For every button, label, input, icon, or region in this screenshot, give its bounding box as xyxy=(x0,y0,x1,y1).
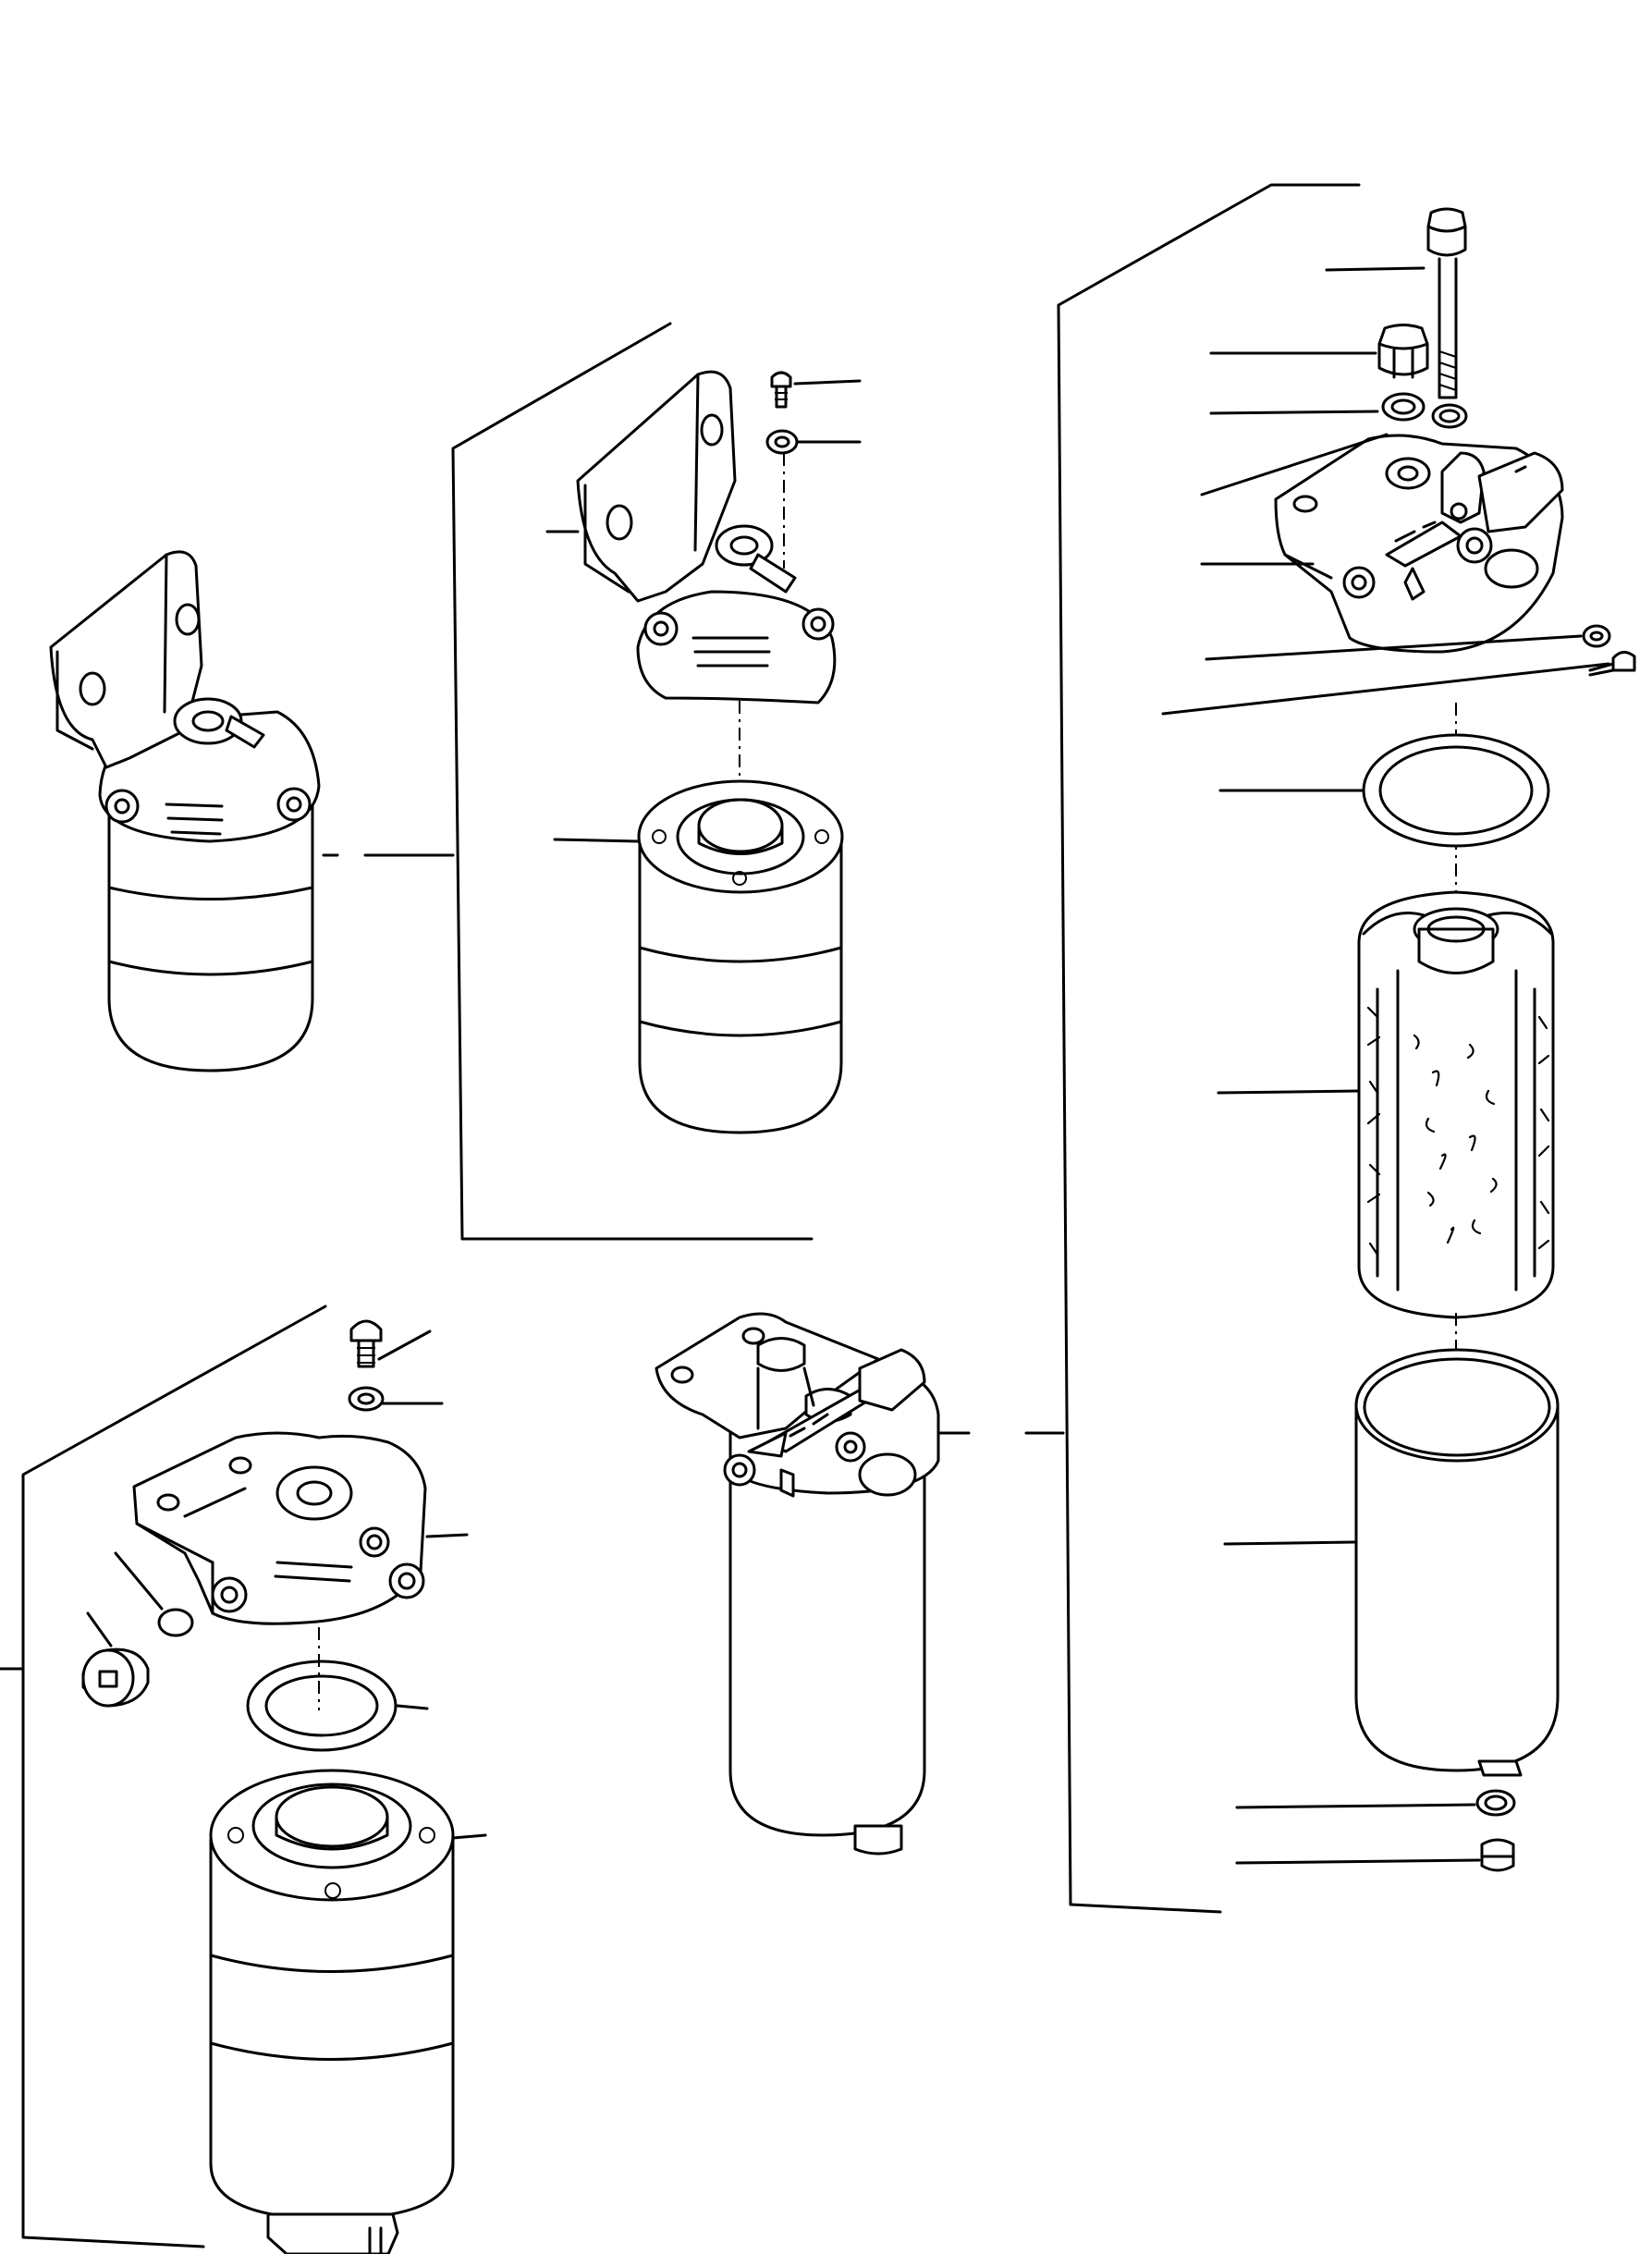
fuel-filter-assembled-icon xyxy=(49,550,321,1072)
fuel-filter-element-exploded-icon xyxy=(1274,207,1636,1872)
fuel-filter-bracket-icon xyxy=(655,1312,940,1856)
bracket-line-c xyxy=(21,1305,327,2248)
bracket-line-b xyxy=(451,322,814,1241)
bracket-line-e xyxy=(1057,183,1361,1914)
filter-media-texture-icon xyxy=(1366,1006,1550,1256)
fuel-filter-with-drain-icon xyxy=(81,1319,455,2254)
fuel-filter-exploded-icon xyxy=(576,370,844,1134)
